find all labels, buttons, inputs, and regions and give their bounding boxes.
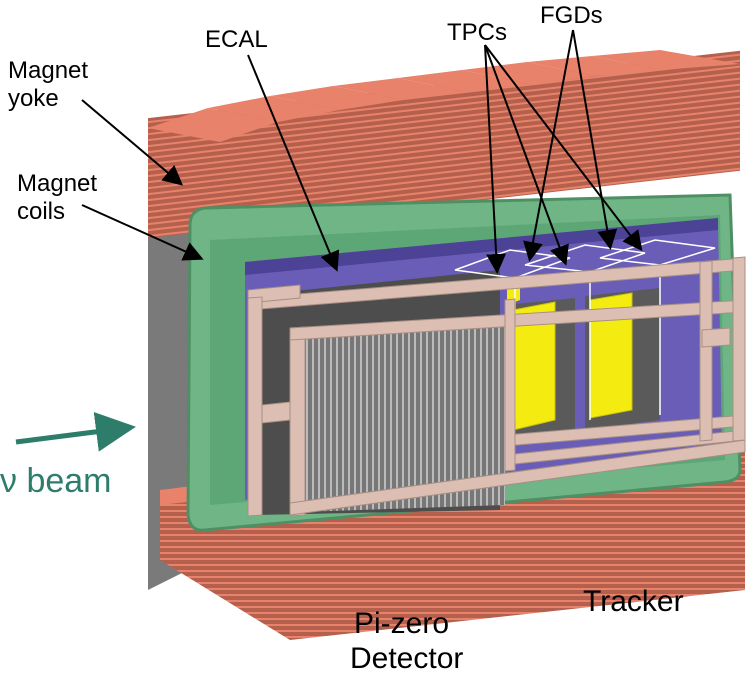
label-magnet-coils: Magnet coils bbox=[17, 170, 97, 225]
arrow-tpc-1 bbox=[484, 44, 507, 274]
beam-arrow bbox=[15, 411, 136, 452]
label-magnet-coils-line2: coils bbox=[17, 197, 66, 225]
arrow-fgd-2 bbox=[572, 29, 618, 250]
label-pizero-line2: Detector bbox=[350, 641, 464, 675]
yoke-top bbox=[148, 50, 740, 239]
arrow-tpc-3 bbox=[484, 44, 643, 252]
arrow-tpc-2 bbox=[484, 44, 569, 266]
label-pizero-line1: Pi-zero bbox=[354, 607, 450, 640]
label-tpcs: TPCs bbox=[447, 19, 507, 46]
label-pizero-detector: Pi-zero Detector bbox=[350, 607, 463, 676]
arrow-fgd-1 bbox=[523, 29, 574, 262]
label-fgds: FGDs bbox=[540, 2, 603, 29]
label-magnet-coils-line1: Magnet bbox=[17, 170, 98, 197]
yoke-top-segments bbox=[148, 50, 740, 142]
label-arrows bbox=[81, 29, 643, 274]
label-magnet-yoke: Magnet yoke bbox=[8, 57, 88, 112]
support-frame bbox=[247, 256, 746, 517]
arrow-ecal bbox=[247, 54, 340, 272]
arrow-magnet-coils bbox=[81, 204, 204, 261]
label-tracker: Tracker bbox=[583, 585, 684, 618]
label-magnet-yoke-line1: Magnet bbox=[8, 57, 89, 84]
label-nu-beam: ν beam bbox=[0, 462, 112, 500]
label-magnet-yoke-line2: yoke bbox=[8, 84, 59, 112]
label-ecal: ECAL bbox=[205, 26, 268, 53]
arrow-magnet-yoke bbox=[81, 99, 184, 186]
